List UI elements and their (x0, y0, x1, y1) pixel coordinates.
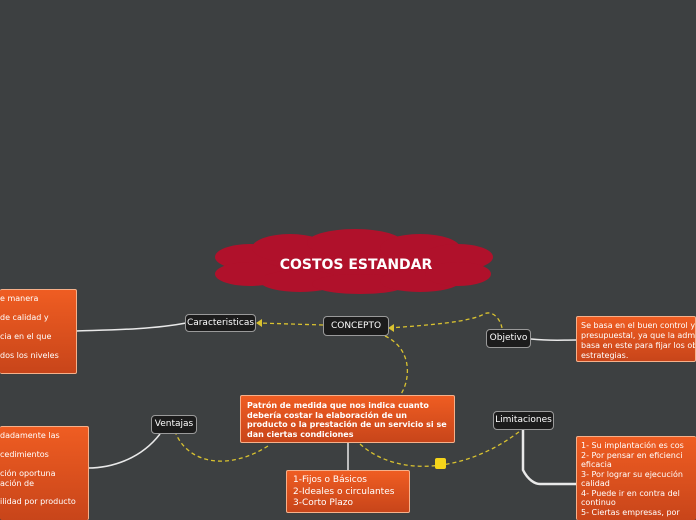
caracteristicas-node[interactable]: Caracteristicas (185, 314, 256, 332)
ventajas-line: cedimientos (0, 450, 49, 459)
limitaciones-line: 5- Ciertas empresas, por (581, 507, 680, 517)
tipo-item: 3-Corto Plazo (293, 498, 354, 508)
link-concepto-objetivo (388, 312, 503, 329)
link-concepto-definicion (384, 335, 408, 399)
link-definicion-limitaciones (359, 430, 521, 467)
limitaciones-line: calidad (581, 479, 610, 488)
objetivo-line: estrategias. (581, 351, 629, 360)
objetivo-node[interactable]: Objetivo (486, 329, 531, 348)
limitaciones-line: 3- Por lograr su ejecución (581, 469, 683, 479)
objetivo-topic[interactable]: Se basa en el buen control y presupuesta… (576, 316, 696, 362)
title-text[interactable]: COSTOS ESTANDAR (279, 257, 433, 273)
objetivo-line: Se basa en el buen control y (581, 321, 696, 330)
link-definicion-ventajas (175, 433, 269, 462)
caracteristicas-line: cia en el que (0, 332, 52, 341)
link-ventajas-topic (87, 433, 161, 469)
ventajas-line: ación de (0, 479, 35, 488)
ventajas-topic[interactable]: dadamente las cedimientos ción oportuna … (0, 426, 89, 520)
definicion-text: Patrón de medida que nos indica cuanto d… (247, 401, 447, 439)
definicion-topic[interactable]: Patrón de medida que nos indica cuanto d… (240, 395, 455, 443)
link-objetivo-topic (530, 338, 577, 341)
limitaciones-line: eficacia (581, 460, 612, 469)
tipo-item: 2-Ideales o circulantes (293, 486, 395, 497)
title-cloud (215, 229, 493, 294)
arrow-caracteristicas (256, 319, 262, 327)
ventajas-line: ción oportuna (0, 469, 56, 478)
limitaciones-topic[interactable]: 1- Su implantación es cos 2- Por pensar … (576, 436, 696, 520)
caracteristicas-line: de calidad y (0, 313, 49, 322)
ventajas-node[interactable]: Ventajas (151, 415, 197, 434)
caracteristicas-line: dos los niveles (0, 351, 59, 360)
caracteristicas-topic[interactable]: e manera de calidad y cia en el que dos … (0, 289, 77, 374)
ventajas-line: ilidad por producto (0, 497, 76, 506)
limitaciones-line: 2- Por pensar en eficienci (581, 450, 683, 460)
concepto-node[interactable]: CONCEPTO (323, 316, 389, 336)
limitaciones-node[interactable]: Limitaciones (493, 411, 554, 430)
arrow-concepto (388, 324, 394, 332)
tipo-item: 1-Fijos o Básicos (293, 475, 367, 485)
objetivo-line: basa en este para fijar los ob (581, 341, 696, 350)
ventajas-line: dadamente las (0, 431, 60, 440)
link-limitaciones-topic (521, 430, 576, 486)
tipos-topic[interactable]: 1-Fijos o Básicos 2-Ideales o circulante… (286, 470, 410, 513)
link-caracteristicas-topic (75, 322, 187, 332)
limitaciones-line: 4- Puede ir en contra del (581, 488, 680, 498)
connector-handle[interactable] (435, 458, 446, 469)
caracteristicas-line: e manera (0, 294, 39, 303)
limitaciones-line: 1- Su implantación es cos (581, 441, 684, 450)
objetivo-line: presupuestal, ya que la adm (581, 331, 696, 340)
limitaciones-line: continuo (581, 498, 616, 507)
link-concepto-caracteristicas (257, 322, 324, 326)
